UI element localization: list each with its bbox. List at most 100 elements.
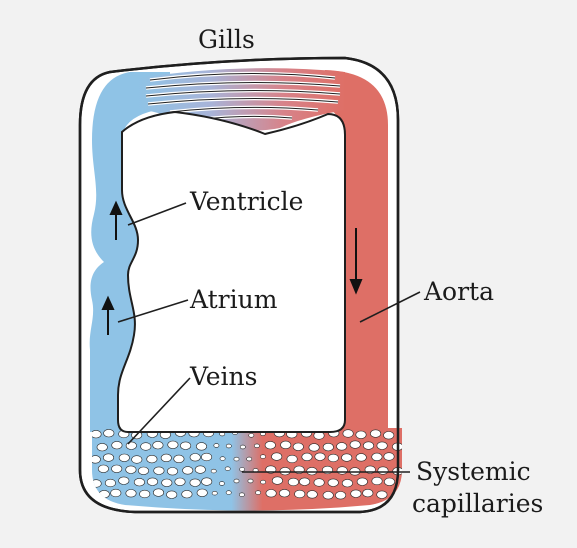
capillary-cell [180, 441, 192, 450]
capillary-cell [278, 489, 290, 498]
capillary-cell [181, 490, 193, 499]
flow-up-arrow-atrium [101, 295, 115, 335]
capillary-cell [196, 442, 208, 451]
capillary-cell [224, 466, 231, 471]
capillary-cell [189, 453, 201, 462]
capillary-cell [371, 452, 383, 462]
capillary-cell [292, 442, 304, 451]
capillary-cell [211, 491, 218, 496]
capillary-cell [239, 444, 246, 450]
capillary-cell [139, 489, 151, 499]
aorta-leader [359, 291, 421, 323]
flow-down-arrow-aorta [349, 228, 363, 295]
capillary-cell [174, 477, 186, 486]
capillary-cell [118, 476, 130, 485]
aorta-label: Aorta [424, 277, 495, 306]
capillary-cell [167, 467, 179, 476]
leader-lines [117, 202, 421, 473]
capillary-cell [194, 465, 206, 474]
capillary-cell [255, 490, 261, 495]
capillary-cell [213, 443, 220, 448]
capillary-cell [362, 489, 374, 498]
gills-label: Gills [198, 25, 255, 54]
capillary-cell [125, 489, 137, 498]
capillary-cell [322, 443, 334, 452]
capillary-cell [260, 479, 266, 485]
capillary-cell [383, 452, 395, 461]
capillary-cell [271, 476, 283, 485]
capillary-cell [271, 452, 283, 461]
capillary-cell [140, 442, 152, 451]
capillary-cell [92, 430, 102, 439]
capillary-cell [327, 453, 339, 463]
capillary-cell [133, 478, 145, 487]
capillary-cell [125, 465, 137, 474]
capillary-cell [233, 456, 240, 462]
capillary-cell [336, 442, 348, 451]
capillary-cell [238, 492, 245, 497]
capillary-cell [322, 491, 334, 500]
capillary-cell [350, 489, 362, 498]
capillary-cell [92, 455, 101, 464]
capillary-cell [341, 479, 353, 488]
capillary-cell [111, 441, 123, 450]
capillary-cell [219, 456, 226, 461]
capillary-cell [189, 478, 201, 487]
capillary-cell [196, 488, 208, 497]
capillaries-label-line2: capillaries [412, 489, 544, 518]
ventricle-label: Ventricle [190, 187, 304, 216]
capillary-cell [103, 429, 115, 438]
capillary-cell [152, 441, 164, 450]
capillary-cell [336, 466, 348, 475]
capillary-cell [167, 440, 179, 449]
capillary-cell [294, 489, 306, 499]
capillary-cell [377, 466, 389, 475]
capillary-cell [280, 440, 292, 450]
capillary-cell [201, 452, 213, 462]
flow-up-arrow-ventricle [109, 200, 123, 240]
capillary-cell [370, 429, 382, 438]
capillary-cell [201, 477, 213, 486]
capillary-cell [335, 491, 347, 500]
capillary-cell [246, 456, 253, 462]
capillary-cell [97, 464, 109, 473]
inner-loop [117, 110, 346, 433]
capillary-cell [308, 443, 320, 452]
capillary-cell [118, 453, 130, 462]
capillary-cell [265, 489, 277, 498]
capillary-cell [264, 441, 276, 450]
capillary-cell [286, 454, 298, 464]
capillary-cell [218, 481, 225, 486]
capillary-cell [362, 441, 374, 450]
capillary-cell [153, 488, 165, 497]
capillary-cell [247, 478, 254, 484]
capillary-cell [313, 478, 325, 487]
capillary-bed [92, 428, 402, 511]
capillary-cell [383, 431, 395, 440]
capillary-cell [138, 466, 150, 475]
capillary-cell [342, 429, 354, 438]
veins-leader [127, 377, 191, 445]
capillary-cell [299, 477, 311, 486]
capillaries-label-line1: Systemic [416, 457, 531, 486]
capillary-cell [96, 443, 108, 452]
capillary-cell [306, 490, 318, 499]
capillary-cell [327, 478, 339, 487]
capillary-cell [210, 468, 217, 474]
capillary-cell [301, 452, 313, 462]
capillary-cell [341, 453, 353, 462]
capillary-cell [248, 433, 255, 438]
capillary-cell [355, 430, 367, 439]
veins-label: Veins [190, 362, 258, 391]
capillary-cell [314, 452, 326, 461]
capillary-cell [110, 488, 122, 498]
capillary-cell [356, 477, 368, 486]
capillary-cell [225, 443, 232, 449]
capillary-cell [371, 476, 383, 486]
capillary-cell [253, 443, 260, 448]
capillary-cell [260, 454, 266, 459]
capillary-cell [182, 466, 194, 475]
capillary-cell [173, 454, 185, 464]
